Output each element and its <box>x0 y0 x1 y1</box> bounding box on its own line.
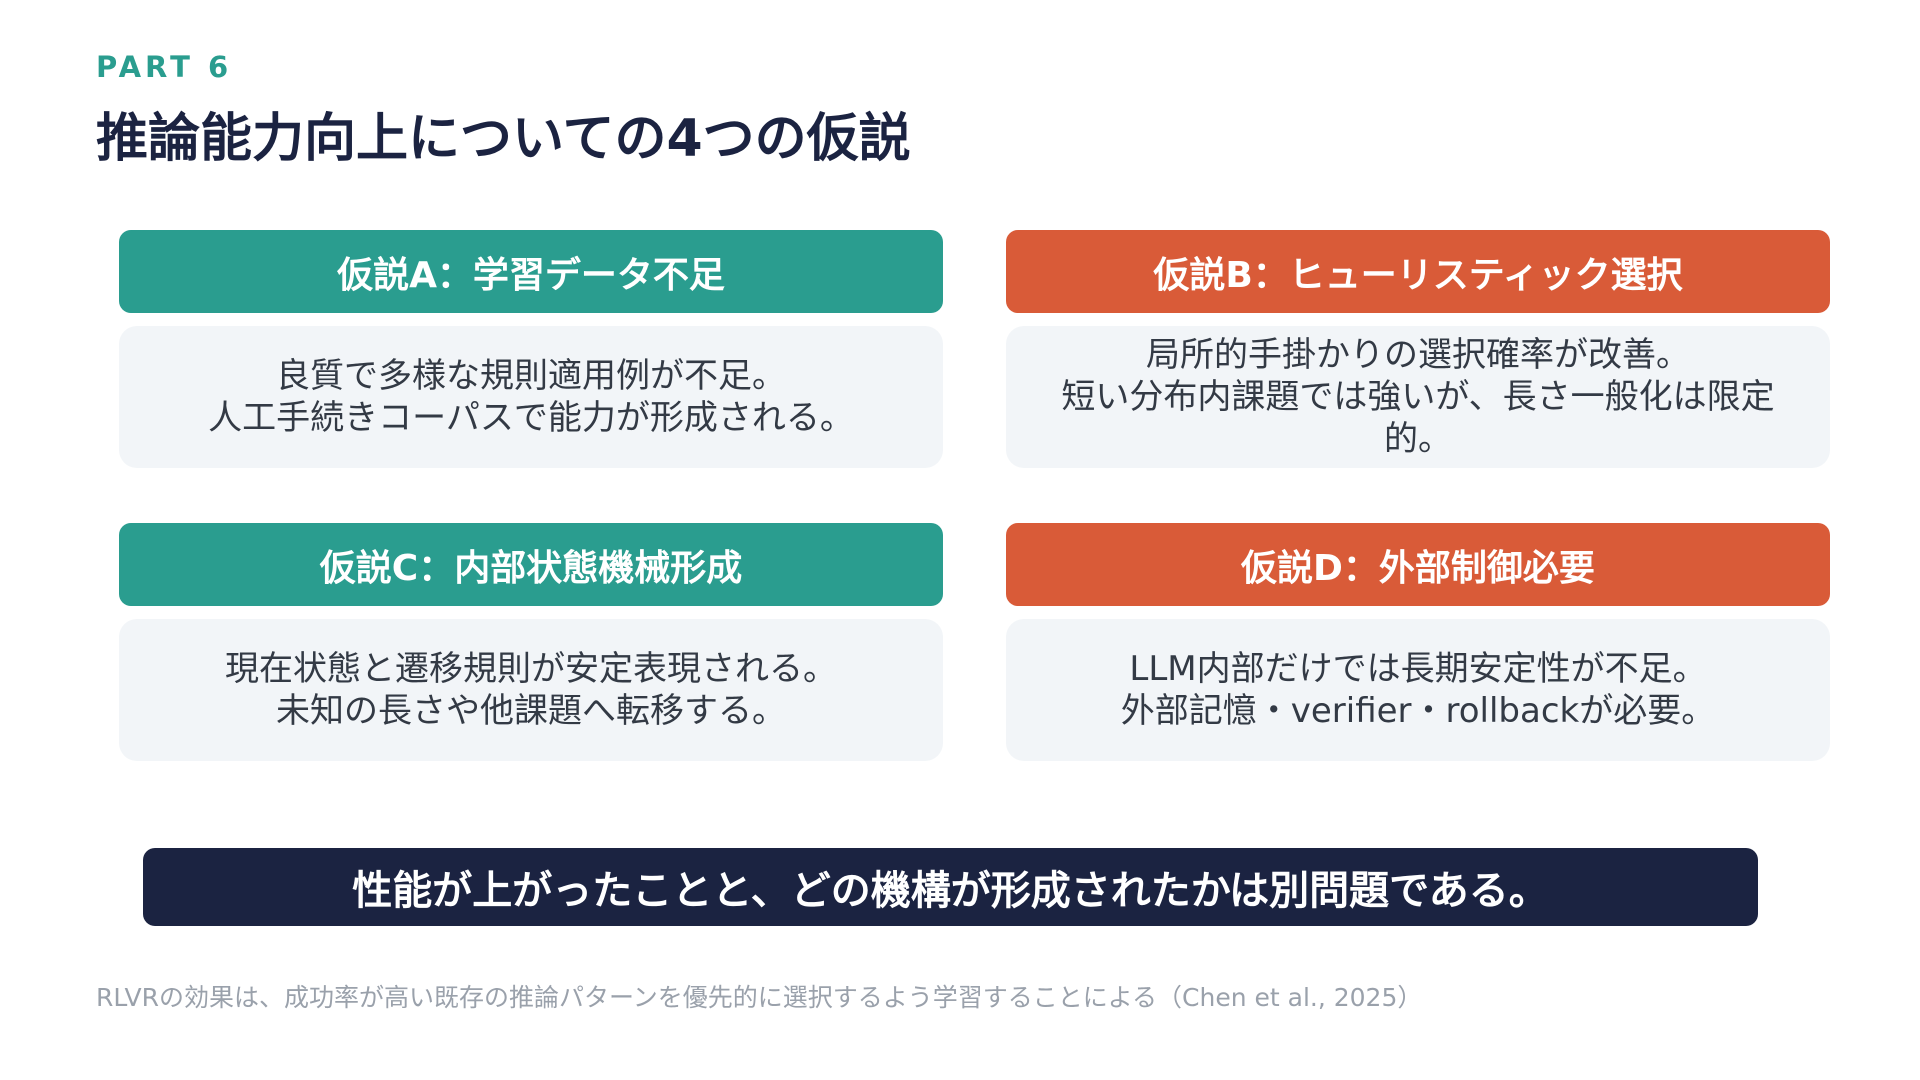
hypothesis-b-line: 的。 <box>1384 419 1452 459</box>
hypothesis-d-body: LLM内部だけでは長期安定性が不足。 外部記憶・verifier・rollbac… <box>1006 619 1830 761</box>
part-label: PART 6 <box>96 50 233 84</box>
hypothesis-b-body: 局所的手掛かりの選択確率が改善。 短い分布内課題では強いが、長さ一般化は限定 的… <box>1006 326 1830 468</box>
hypothesis-b-header: 仮説B：ヒューリスティック選択 <box>1006 230 1830 313</box>
hypothesis-c-line: 未知の長さや他課題へ転移する。 <box>276 691 786 731</box>
conclusion-banner: 性能が上がったことと、どの機構が形成されたかは別問題である。 <box>143 848 1758 926</box>
hypothesis-c-header: 仮説C：内部状態機械形成 <box>119 523 943 606</box>
hypothesis-b-line: 局所的手掛かりの選択確率が改善。 <box>1146 335 1690 375</box>
hypothesis-d-header: 仮説D：外部制御必要 <box>1006 523 1830 606</box>
hypothesis-a-line: 良質で多様な規則適用例が不足。 <box>276 356 786 396</box>
hypothesis-b-line: 短い分布内課題では強いが、長さ一般化は限定 <box>1061 377 1775 417</box>
hypothesis-d-line: LLM内部だけでは長期安定性が不足。 <box>1129 649 1707 689</box>
page-title: 推論能力向上についての4つの仮説 <box>96 109 911 169</box>
footnote: RLVRの効果は、成功率が高い既存の推論パターンを優先的に選択するよう学習するこ… <box>96 983 1423 1012</box>
hypothesis-c-body: 現在状態と遷移規則が安定表現される。 未知の長さや他課題へ転移する。 <box>119 619 943 761</box>
hypothesis-a-body: 良質で多様な規則適用例が不足。 人工手続きコーパスで能力が形成される。 <box>119 326 943 468</box>
hypothesis-a-line: 人工手続きコーパスで能力が形成される。 <box>208 398 854 438</box>
hypothesis-d-line: 外部記憶・verifier・rollbackが必要。 <box>1120 691 1716 731</box>
hypothesis-c-line: 現在状態と遷移規則が安定表現される。 <box>225 649 837 689</box>
hypothesis-a-header: 仮説A：学習データ不足 <box>119 230 943 313</box>
